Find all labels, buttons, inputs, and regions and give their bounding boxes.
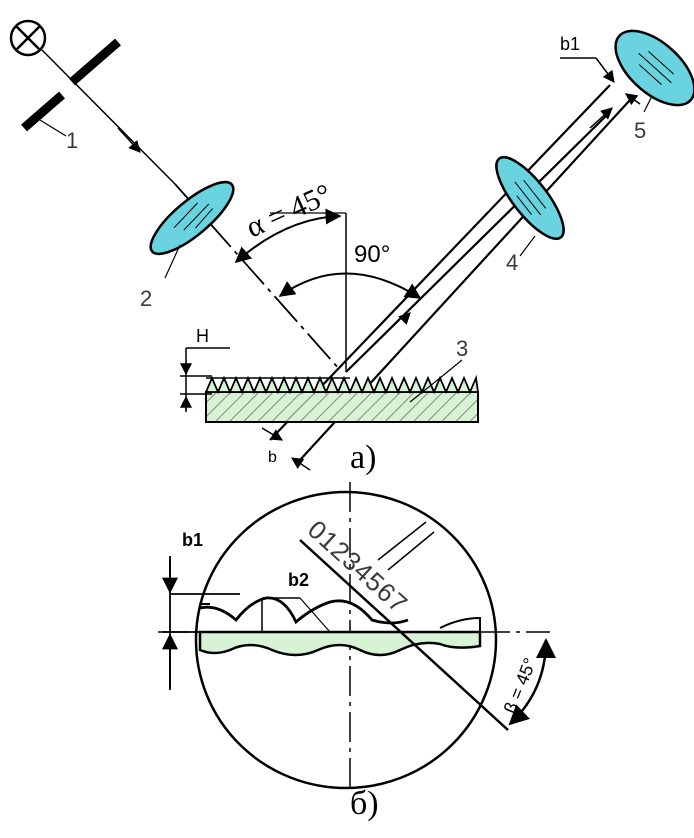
right-angle-arc: 90°: [278, 241, 422, 299]
lens-4: [495, 155, 565, 241]
right-angle-label: 90°: [354, 241, 390, 268]
beta-label: β = 45°: [500, 655, 540, 716]
label-1-leader: 1: [39, 119, 78, 153]
label-5: 5: [634, 118, 646, 143]
field-of-view: [158, 482, 550, 790]
figure-b-caption: б): [350, 785, 379, 822]
label-4: 4: [506, 250, 518, 275]
b-dimension: b: [261, 427, 311, 471]
alpha-label: α = 45°: [241, 178, 336, 245]
label-3: 3: [456, 336, 468, 361]
alpha-angle: α = 45°: [234, 178, 346, 264]
beta-angle: β = 45°: [500, 638, 556, 726]
eyepiece-5: [614, 29, 694, 107]
b-label: b: [268, 449, 277, 466]
label-1: 1: [66, 128, 78, 153]
b1-dimension-left: b1: [162, 530, 240, 690]
slit-diaphragm: [21, 38, 121, 132]
height-dimension: H: [180, 326, 230, 412]
b1-label: b1: [182, 530, 203, 550]
b1-dimension-top: b1: [560, 34, 641, 106]
lens-2: [149, 180, 235, 256]
light-source-icon: [9, 19, 47, 57]
figure-a-caption: а): [350, 439, 376, 476]
label-2: 2: [140, 286, 152, 311]
b1-label-top: b1: [560, 34, 580, 54]
b2-label: b2: [288, 570, 309, 590]
sample-3: 3: [204, 336, 480, 423]
h-label: H: [196, 326, 209, 346]
